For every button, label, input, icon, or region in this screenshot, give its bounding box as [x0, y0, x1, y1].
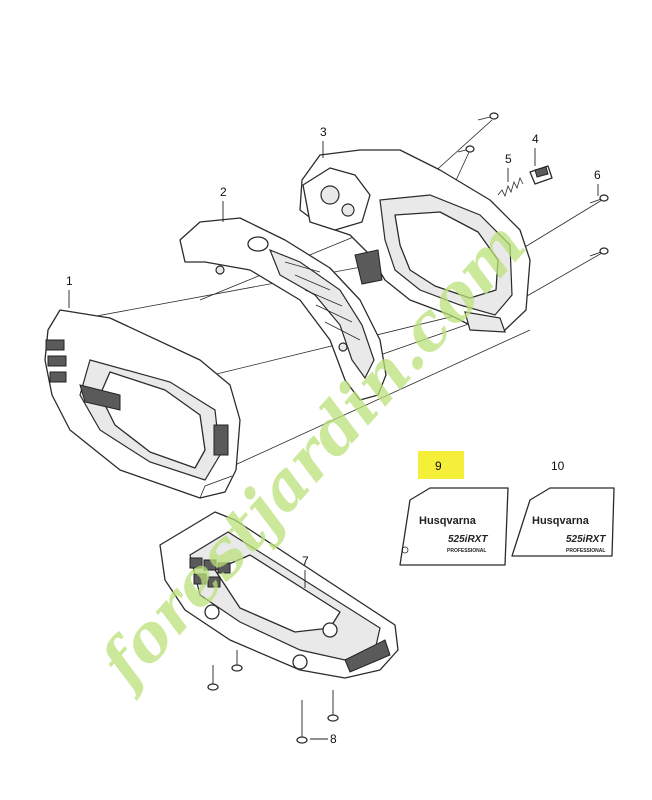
callout-10: 10 [551, 459, 565, 473]
part-1-front-housing [44, 309, 241, 499]
label-9-brand: Husqvarna [419, 515, 477, 527]
highlight-box [418, 451, 464, 479]
part-2-top-cover [179, 217, 387, 401]
callout-7: 7 [302, 554, 309, 568]
part-8-screws [207, 650, 339, 744]
part-5-spring [497, 176, 524, 198]
label-10-model: 525iRXT [566, 534, 606, 545]
callout-8: 8 [330, 732, 337, 746]
part-4-latch [529, 165, 553, 185]
part-3-rear-housing [299, 149, 531, 333]
part-10-label: Husqvarna 525iRXT PROFESSIONAL [511, 487, 615, 557]
part-6-screws [457, 112, 609, 257]
callout-9: 9 [435, 459, 442, 473]
label-10-brand: Husqvarna [532, 515, 590, 527]
part-9-label: Husqvarna 525iRXT PROFESSIONAL [399, 451, 509, 566]
callout-4: 4 [532, 132, 539, 146]
label-9-model: 525iRXT [448, 534, 488, 545]
callout-6: 6 [594, 168, 601, 182]
part-7-bottom-base [159, 511, 399, 679]
callout-1: 1 [66, 274, 73, 288]
callout-2: 2 [220, 185, 227, 199]
callout-5: 5 [505, 152, 512, 166]
label-10-subline: PROFESSIONAL [566, 548, 605, 554]
label-9-subline: PROFESSIONAL [447, 548, 486, 554]
callouts: 1 2 3 4 5 6 7 8 9 10 [66, 125, 601, 746]
bluetooth-icon [401, 546, 409, 554]
callout-3: 3 [320, 125, 327, 139]
